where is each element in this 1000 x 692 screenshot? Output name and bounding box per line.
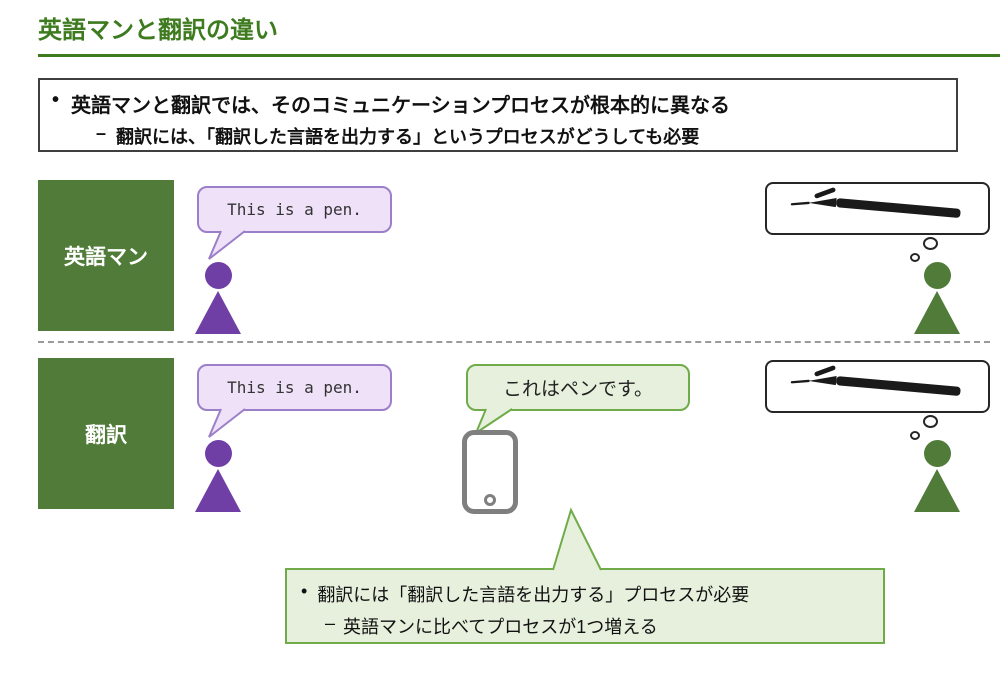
person-head	[204, 262, 232, 289]
pen-icon	[790, 365, 961, 396]
thought-bubble-row2	[765, 360, 990, 413]
row-header-label: 英語マン	[64, 245, 148, 269]
callout-line-2-row: – 英語マンに比べてプロセスが1つ増える	[325, 613, 869, 639]
dash-glyph: –	[325, 613, 336, 633]
callout-box: • 翻訳には「翻訳した言語を出力する」プロセスが必要 – 英語マンに比べてプロセ…	[285, 568, 885, 644]
person-head	[923, 262, 951, 289]
translated-speech-bubble: これはペンです。	[466, 364, 690, 411]
person-torso	[914, 469, 960, 512]
summary-line-1: 英語マンと翻訳では、そのコミュニケーションプロセスが根本的に異なる	[71, 95, 731, 117]
thought-dot	[923, 237, 938, 250]
thought-dot	[923, 415, 938, 428]
summary-box: • 英語マンと翻訳では、そのコミュニケーションプロセスが根本的に異なる – 翻訳…	[38, 78, 958, 152]
speech-bubble-english-row2: This is a pen.	[197, 364, 392, 411]
title-underline	[38, 54, 1000, 57]
summary-line-2: 翻訳には、「翻訳した言語を出力する」というプロセスがどうしても必要	[116, 127, 700, 147]
speech-text: This is a pen.	[227, 378, 362, 397]
speech-text: This is a pen.	[227, 200, 362, 219]
person-torso	[195, 469, 241, 512]
person-head	[204, 440, 232, 467]
translated-speech-text: これはペンです。	[502, 379, 654, 400]
thought-bubble-row1	[765, 182, 990, 235]
bullet-glyph: •	[301, 581, 308, 601]
speaker-person-icon	[195, 440, 241, 512]
pen-icon	[790, 187, 961, 218]
listener-person-icon	[914, 440, 960, 512]
bullet-glyph: •	[52, 89, 60, 111]
row-divider	[38, 341, 990, 343]
row-header-translation: 翻訳	[38, 358, 174, 509]
thought-dot	[910, 253, 920, 262]
dash-glyph: –	[96, 123, 107, 143]
summary-line-1-row: • 英語マンと翻訳では、そのコミュニケーションプロセスが根本的に異なる	[52, 89, 944, 118]
speaker-person-icon	[195, 262, 241, 334]
speech-bubble-english-row1: This is a pen.	[197, 186, 392, 233]
smartphone-icon	[462, 430, 518, 514]
home-button-icon	[484, 494, 496, 506]
person-head	[923, 440, 951, 467]
callout-line-1-row: • 翻訳には「翻訳した言語を出力する」プロセスが必要	[301, 581, 869, 607]
callout-line-1: 翻訳には「翻訳した言語を出力する」プロセスが必要	[317, 585, 750, 605]
summary-line-2-row: – 翻訳には、「翻訳した言語を出力する」というプロセスがどうしても必要	[96, 123, 944, 149]
row-header-label: 翻訳	[85, 423, 127, 447]
row-header-english-man: 英語マン	[38, 180, 174, 331]
person-torso	[195, 291, 241, 334]
listener-person-icon	[914, 262, 960, 334]
callout-pointer	[552, 507, 602, 571]
callout-line-2: 英語マンに比べてプロセスが1つ増える	[343, 617, 658, 637]
speech-bubble-tail	[208, 408, 246, 438]
speech-bubble-tail	[208, 230, 246, 260]
person-torso	[914, 291, 960, 334]
page-title: 英語マンと翻訳の違い	[38, 17, 278, 44]
thought-dot	[910, 431, 920, 440]
